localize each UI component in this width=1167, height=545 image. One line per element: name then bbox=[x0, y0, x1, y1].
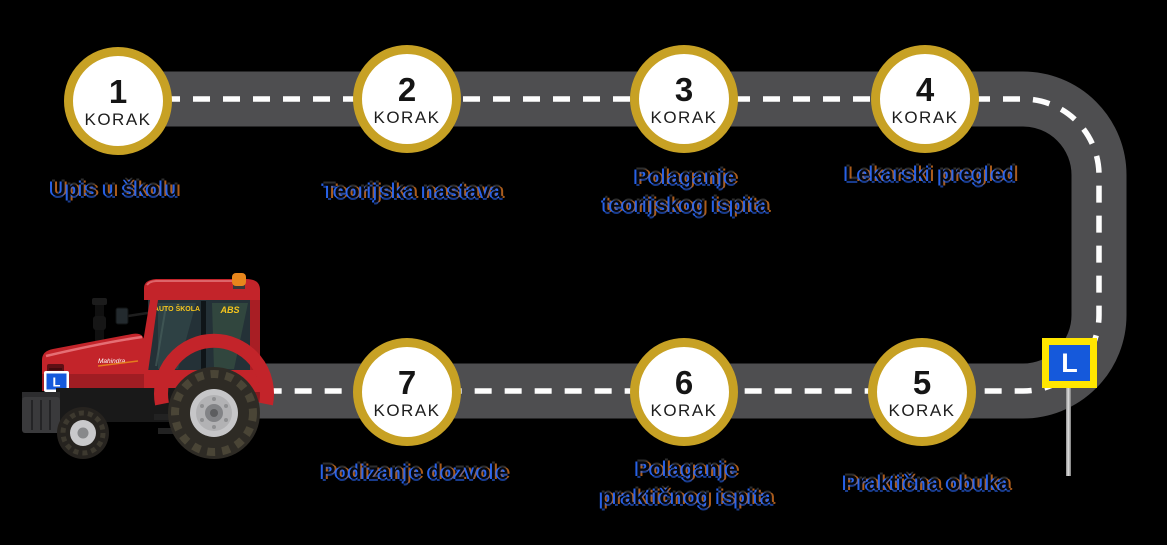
step-1-label: Upis u školu bbox=[50, 178, 180, 201]
step-7-caption: KORAK bbox=[373, 400, 441, 420]
step-1-caption: KORAK bbox=[84, 109, 152, 129]
step-2-label: Teorijska nastava bbox=[323, 180, 503, 203]
tractor-rear-pillar bbox=[250, 300, 260, 372]
tractor-front-weight bbox=[22, 392, 60, 433]
road-surface bbox=[163, 71, 1127, 419]
step-3-circle: 3 KORAK bbox=[630, 45, 738, 153]
step-5-number: 5 bbox=[912, 363, 932, 401]
step-6-number: 6 bbox=[674, 363, 694, 401]
step-1-circle: 1 KORAK bbox=[64, 47, 172, 155]
step-4-circle: 4 KORAK bbox=[871, 45, 979, 153]
learner-plate-inner: L bbox=[1049, 345, 1090, 381]
step-6-label-line1: Polaganje bbox=[636, 458, 738, 481]
step-6-label-line2: praktičnog ispita bbox=[600, 486, 774, 509]
step-5-circle: 5 KORAK bbox=[868, 338, 976, 446]
step-6-caption: KORAK bbox=[650, 400, 718, 420]
step-7-label: Podizanje dozvole bbox=[321, 461, 509, 484]
step-6-label: Polaganje praktičnog ispita bbox=[600, 456, 773, 512]
step-4-caption: KORAK bbox=[891, 107, 959, 127]
tractor-image: AUTO ŠKOLA ABS Mahindra L bbox=[22, 273, 274, 459]
tractor-side-window-decal: ABS bbox=[219, 305, 239, 315]
tractor-plate-letter: L bbox=[53, 375, 61, 390]
tractor-exhaust bbox=[92, 298, 107, 352]
step-5-caption: KORAK bbox=[888, 400, 956, 420]
step-4-label: Lekarski pregled bbox=[845, 163, 1017, 186]
tractor-front-wheel bbox=[57, 407, 109, 459]
tractor-learner-plate: L bbox=[44, 371, 69, 392]
step-6-circle: 6 KORAK bbox=[630, 338, 738, 446]
step-4-number: 4 bbox=[915, 70, 935, 108]
tractor-windshield-decal: AUTO ŠKOLA bbox=[154, 304, 200, 313]
tractor-steps bbox=[154, 414, 182, 434]
tractor-rear-wheel bbox=[168, 367, 260, 459]
learner-plate-letter: L bbox=[1061, 347, 1078, 378]
step-7-number: 7 bbox=[397, 363, 417, 401]
tractor-rear-fender bbox=[154, 333, 274, 406]
sign-pole bbox=[1066, 386, 1071, 476]
step-3-caption: KORAK bbox=[650, 107, 718, 127]
step-3-label-line2: teorijskog ispita bbox=[602, 194, 770, 217]
step-1-number: 1 bbox=[108, 72, 128, 110]
step-7-circle: 7 KORAK bbox=[353, 338, 461, 446]
step-3-label: Polaganje teorijskog ispita bbox=[603, 164, 769, 220]
tractor-hood-brand: Mahindra bbox=[98, 358, 125, 365]
step-2-number: 2 bbox=[397, 70, 417, 108]
step-2-caption: KORAK bbox=[373, 107, 441, 127]
lane-marking-dashes bbox=[163, 96, 1102, 394]
step-2-circle: 2 KORAK bbox=[353, 45, 461, 153]
tractor-roof bbox=[144, 279, 260, 300]
tractor-beacon-icon bbox=[232, 273, 246, 289]
step-5-label: Praktična obuka bbox=[843, 472, 1011, 495]
step-3-label-line1: Polaganje bbox=[635, 166, 737, 189]
learner-plate-sign: L bbox=[1042, 338, 1097, 388]
step-3-number: 3 bbox=[674, 70, 694, 108]
